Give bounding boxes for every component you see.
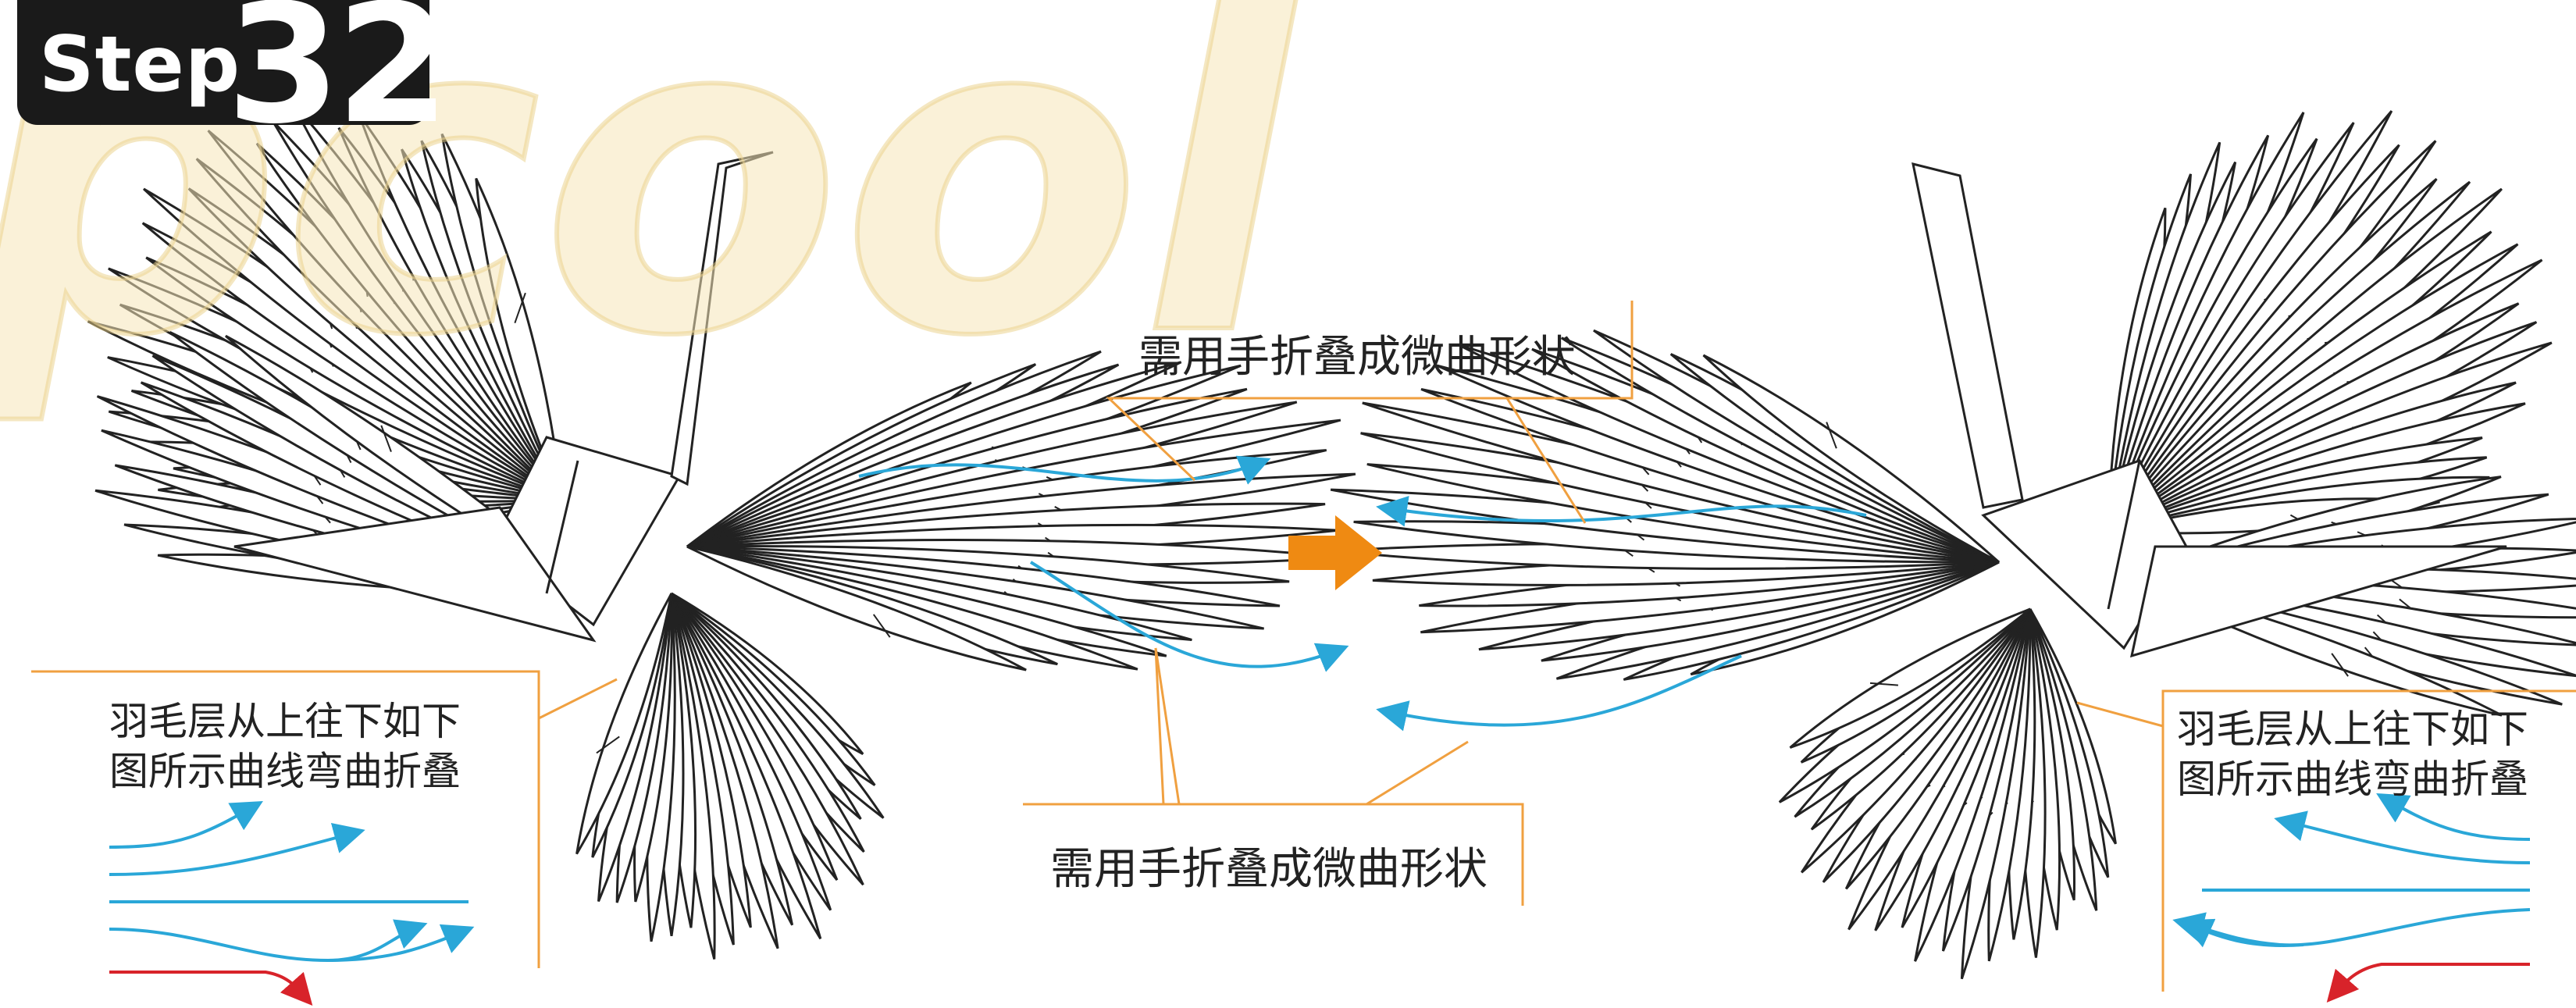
right-wing-bottom-guide bbox=[1376, 654, 1742, 732]
bottom-fold-label: 需用手折叠成微曲形状 bbox=[1050, 844, 1488, 895]
left-note: 羽毛层从上往下如下 图所示曲线弯曲折叠 bbox=[109, 696, 461, 796]
left-crane bbox=[87, 100, 1356, 960]
right-flow-legend bbox=[2172, 793, 2531, 1003]
left-crane-feathers bbox=[87, 100, 1356, 960]
left-flow-arrow-red bbox=[109, 971, 313, 1006]
right-note-pointer bbox=[2076, 701, 2164, 728]
step-badge: Step 32 bbox=[17, 0, 450, 160]
right-note: 羽毛层从上往下如下 图所示曲线弯曲折叠 bbox=[2177, 704, 2528, 804]
bottom-label-callout-branch bbox=[1154, 647, 1181, 805]
feather-vein bbox=[596, 736, 620, 754]
feather-vein bbox=[1826, 422, 1837, 449]
left-note-line-2: 图所示曲线弯曲折叠 bbox=[109, 749, 461, 794]
right-crane bbox=[1330, 110, 2576, 980]
feather-vein bbox=[872, 614, 891, 638]
right-note-line-1: 羽毛层从上往下如下 bbox=[2177, 707, 2528, 752]
left-flow-arrow-5 bbox=[327, 924, 475, 962]
right-crane-tail bbox=[2130, 545, 2507, 658]
feather-vein bbox=[1869, 682, 1898, 686]
step-number: 32 bbox=[226, 0, 450, 160]
right-flow-arrow-1 bbox=[2376, 793, 2531, 841]
right-note-line-2: 图所示曲线弯曲折叠 bbox=[2177, 757, 2528, 802]
bottom-label-callout-branch-2 bbox=[1154, 647, 1165, 805]
left-crane-tail-neck bbox=[233, 506, 597, 643]
feather bbox=[1789, 607, 2031, 749]
right-crane-fold-line bbox=[2107, 460, 2141, 610]
feather-vein bbox=[380, 425, 392, 452]
right-flow-arrow-2 bbox=[2274, 810, 2531, 864]
left-flow-arrow-1 bbox=[109, 801, 263, 849]
feather bbox=[575, 593, 673, 855]
top-label-callout-branch bbox=[1505, 397, 1587, 524]
left-note-line-1: 羽毛层从上往下如下 bbox=[109, 699, 461, 744]
right-crane-neck bbox=[1912, 162, 2024, 509]
left-flow-arrow-4 bbox=[109, 919, 428, 963]
left-note-bracket bbox=[31, 670, 540, 968]
left-note-pointer bbox=[538, 678, 618, 720]
feather bbox=[1702, 354, 2000, 564]
feather bbox=[686, 545, 1027, 671]
feather bbox=[475, 177, 564, 500]
bottom-label-callout bbox=[1023, 740, 1469, 806]
right-flow-arrow-5 bbox=[2180, 918, 2304, 948]
feather-vein bbox=[2331, 653, 2349, 677]
right-note-bracket bbox=[2161, 689, 2576, 992]
left-wing-top-guide bbox=[858, 455, 1271, 485]
top-label-callout bbox=[1106, 301, 1634, 482]
arrow-right-icon bbox=[1288, 515, 1382, 590]
feather-vein bbox=[514, 292, 526, 324]
right-flow-arrow-red bbox=[2326, 963, 2530, 1003]
left-crane-neck bbox=[670, 151, 774, 486]
right-wing-top-guide bbox=[1376, 496, 1867, 527]
left-flow-legend bbox=[109, 801, 475, 1006]
top-fold-label: 需用手折叠成微曲形状 bbox=[1138, 332, 1576, 383]
left-flow-arrow-2 bbox=[109, 823, 365, 876]
left-crane-fold-line bbox=[545, 460, 579, 594]
bottom-label-callout-right bbox=[1366, 803, 1524, 906]
step-word: Step bbox=[39, 20, 241, 109]
left-wing-bottom-guide bbox=[1029, 561, 1349, 672]
